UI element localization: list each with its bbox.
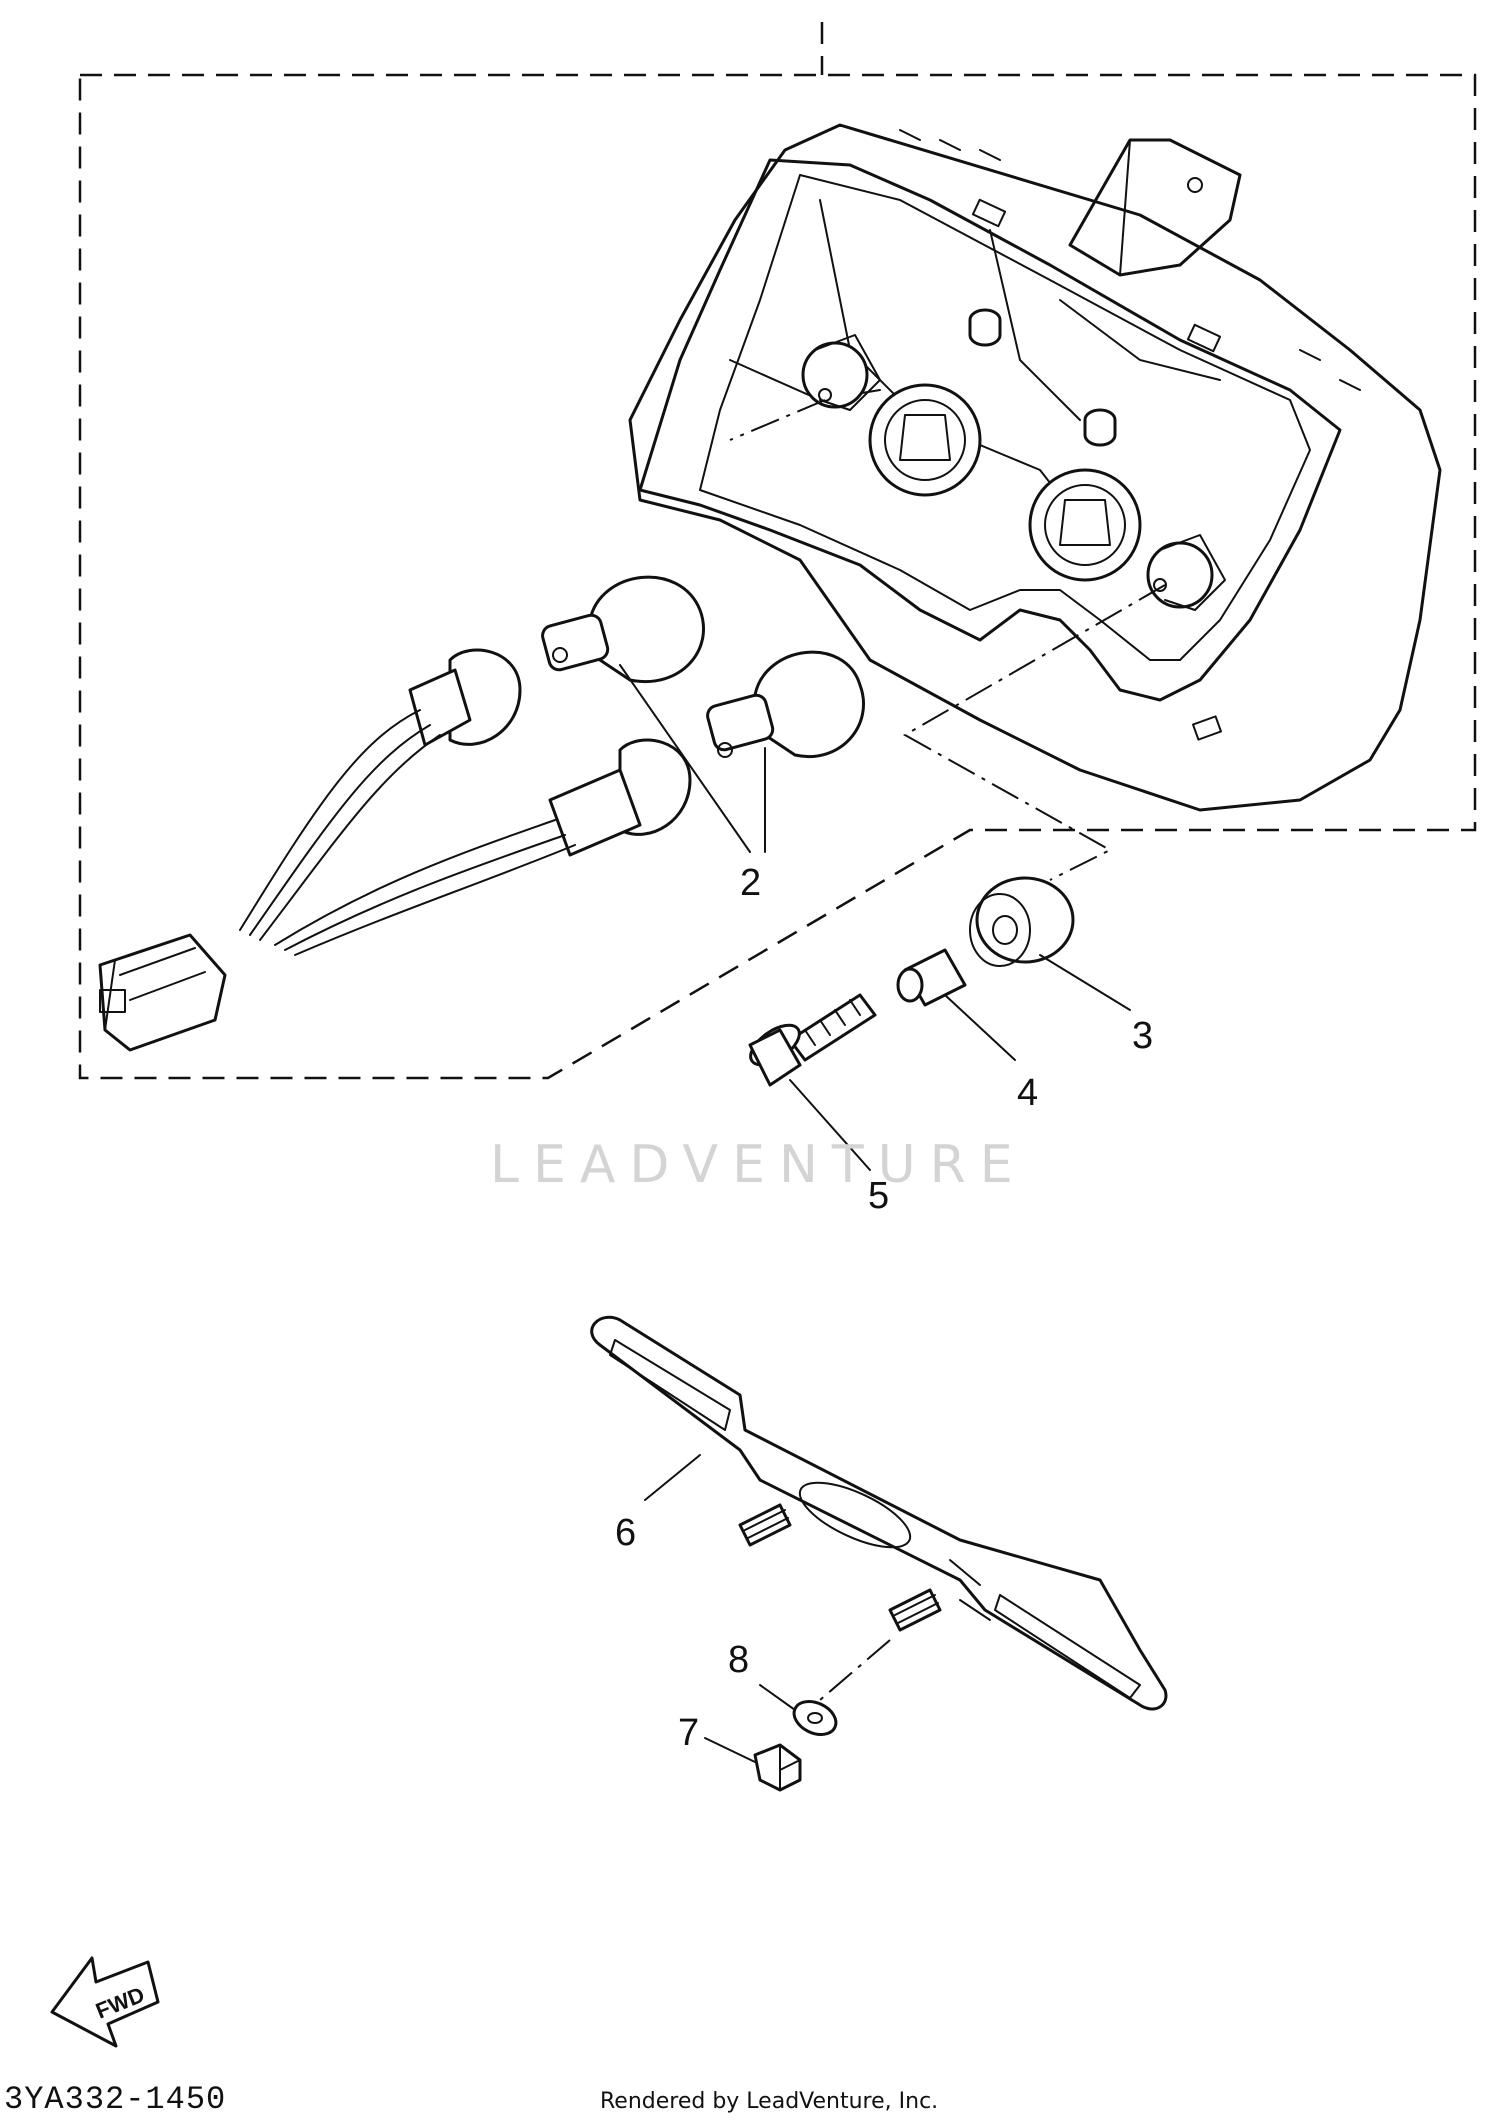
- leader-7: [704, 1737, 756, 1763]
- assembly-boundary: [78, 73, 1477, 1080]
- render-credit: Rendered by LeadVenture, Inc.: [600, 2089, 939, 2114]
- callout-7: 7: [678, 1712, 699, 1754]
- grommet: [969, 876, 1075, 967]
- leader-6: [644, 1454, 701, 1501]
- wiring-harness: [98, 648, 692, 1052]
- ref-line-stud: [819, 1639, 891, 1701]
- watermark: LEADVENTURE: [490, 1135, 1027, 1195]
- callout-2: 2: [740, 862, 761, 904]
- collar: [896, 948, 967, 1007]
- gear-boss-upper: [801, 334, 881, 411]
- leader-3: [1039, 954, 1131, 1011]
- bolt: [748, 993, 877, 1087]
- taillight-housing: [628, 123, 1442, 812]
- bulb-lower: [706, 650, 866, 758]
- callout-3: 3: [1132, 1015, 1153, 1057]
- nut: [753, 1743, 802, 1792]
- callout-5: 5: [868, 1175, 889, 1217]
- gear-boss-lower: [1146, 534, 1226, 611]
- stud-left: [738, 1503, 792, 1547]
- washer: [792, 1700, 838, 1736]
- callout-8: 8: [728, 1639, 749, 1681]
- fwd-arrow-icon: FWD: [50, 1956, 160, 2048]
- leader-8: [759, 1684, 796, 1711]
- license-bracket: [590, 1315, 1168, 1711]
- leader-4: [944, 994, 1016, 1061]
- callout-4: 4: [1017, 1072, 1038, 1114]
- ref-line-grommet: [902, 584, 1166, 881]
- bulb-upper: [541, 575, 705, 683]
- stud-right: [888, 1588, 942, 1632]
- part-code: 3YA332-1450: [4, 2081, 227, 2118]
- leader-5: [789, 1079, 871, 1171]
- callout-6: 6: [615, 1512, 636, 1554]
- ref-line-socket: [729, 399, 826, 441]
